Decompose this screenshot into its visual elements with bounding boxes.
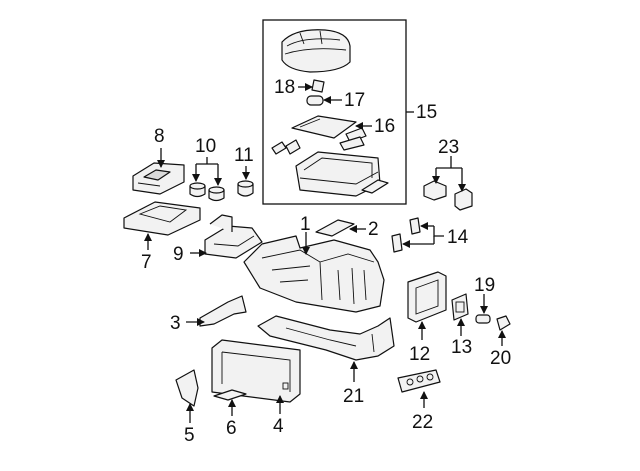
console-lid-assembly: [281, 29, 351, 73]
callout-12: 12: [409, 344, 430, 365]
callout-14: 14: [447, 227, 469, 248]
callout-13: 13: [451, 337, 472, 358]
small-plate: [213, 389, 247, 401]
side-bracket: [199, 295, 247, 327]
plug-pin: [475, 314, 491, 324]
lid-hinge-pin: [306, 95, 324, 106]
callout-19: 19: [474, 275, 495, 296]
console-tray: [123, 201, 201, 236]
cupholder-cup: [237, 180, 254, 197]
callout-8: 8: [154, 126, 165, 147]
callout-2: 2: [368, 219, 379, 240]
callout-21: 21: [343, 386, 364, 407]
lid-latch: [311, 79, 325, 93]
callout-20: 20: [490, 348, 511, 369]
callout-4: 4: [273, 416, 284, 437]
callout-22: 22: [412, 412, 433, 433]
switch-panel: [397, 369, 441, 393]
callout-1: 1: [300, 214, 311, 235]
callout-11: 11: [234, 145, 254, 166]
callout-10: 10: [195, 136, 216, 157]
console-pad: [315, 219, 355, 237]
clips-set: [391, 217, 421, 253]
callout-6: 6: [226, 418, 237, 439]
callout-18: 18: [274, 77, 295, 98]
callout-15: 15: [416, 102, 437, 123]
callout-17: 17: [344, 90, 365, 111]
callout-16: 16: [374, 116, 395, 137]
callout-labels: 1 2 3 4 5 6 7 8 9 10 11 12 13 14 15 16 1…: [141, 77, 511, 446]
leader-lines: [144, 83, 506, 423]
console-side-panel: [211, 339, 301, 403]
rear-panel: [407, 271, 447, 323]
shifter-bracket: [204, 214, 263, 259]
callout-23: 23: [438, 137, 459, 158]
bin-trim-clip: [361, 179, 389, 194]
power-outlet: [451, 293, 469, 321]
callout-7: 7: [141, 252, 152, 273]
callout-5: 5: [184, 425, 195, 446]
callout-3: 3: [170, 313, 181, 334]
connector: [496, 315, 511, 331]
callout-9: 9: [173, 244, 184, 265]
cupholder-inserts: [189, 182, 225, 202]
console-body: [243, 235, 385, 313]
switches: [423, 180, 473, 211]
console-base-carrier: [257, 315, 395, 361]
lid-hinge-clips: [271, 127, 367, 155]
end-cover: [175, 369, 199, 407]
shifter-trim-plate: [132, 162, 185, 195]
